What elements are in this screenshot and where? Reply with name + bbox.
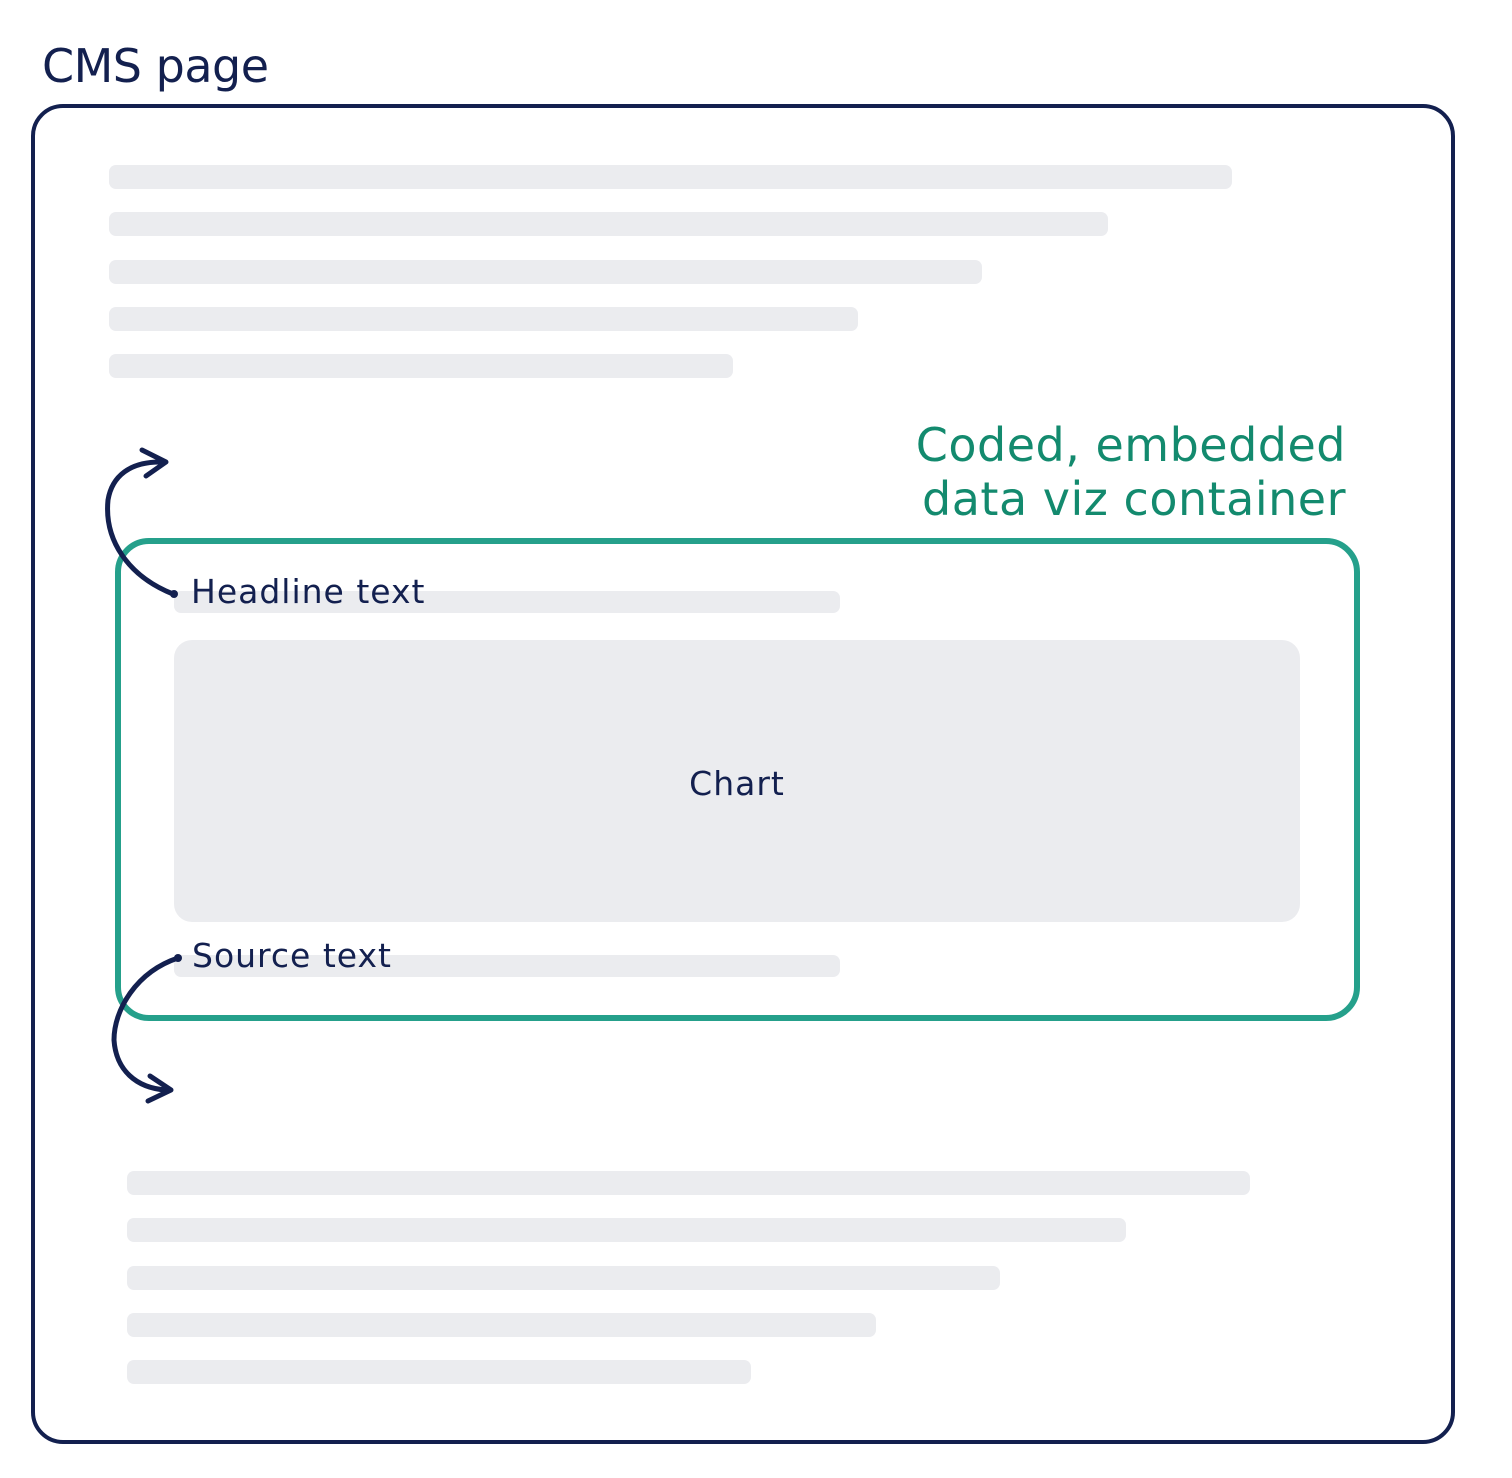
text-placeholder-line xyxy=(127,1266,1000,1290)
embed-container-label-line-2: data viz container xyxy=(922,472,1346,526)
text-placeholder-line xyxy=(127,1360,751,1384)
text-placeholder-line xyxy=(109,165,1232,189)
headline-placeholder-line xyxy=(174,591,840,613)
chart-label: Chart xyxy=(689,764,785,803)
text-placeholder-line xyxy=(127,1171,1250,1195)
embed-container-label: Coded, embedded data viz container xyxy=(916,418,1346,526)
source-label: Source text xyxy=(192,936,392,975)
chart-placeholder: Chart xyxy=(174,640,1300,922)
headline-label: Headline text xyxy=(191,572,426,611)
text-placeholder-line xyxy=(109,212,1108,236)
text-placeholder-line xyxy=(109,307,858,331)
text-placeholder-line xyxy=(109,260,982,284)
embed-container-label-line-1: Coded, embedded xyxy=(915,418,1346,472)
embed-container xyxy=(115,538,1360,1021)
text-placeholder-line xyxy=(127,1218,1126,1242)
text-placeholder-line xyxy=(127,1313,876,1337)
source-placeholder-line xyxy=(174,955,840,977)
page-title: CMS page xyxy=(42,39,269,93)
cms-page-frame xyxy=(31,104,1455,1444)
text-placeholder-line xyxy=(109,354,733,378)
